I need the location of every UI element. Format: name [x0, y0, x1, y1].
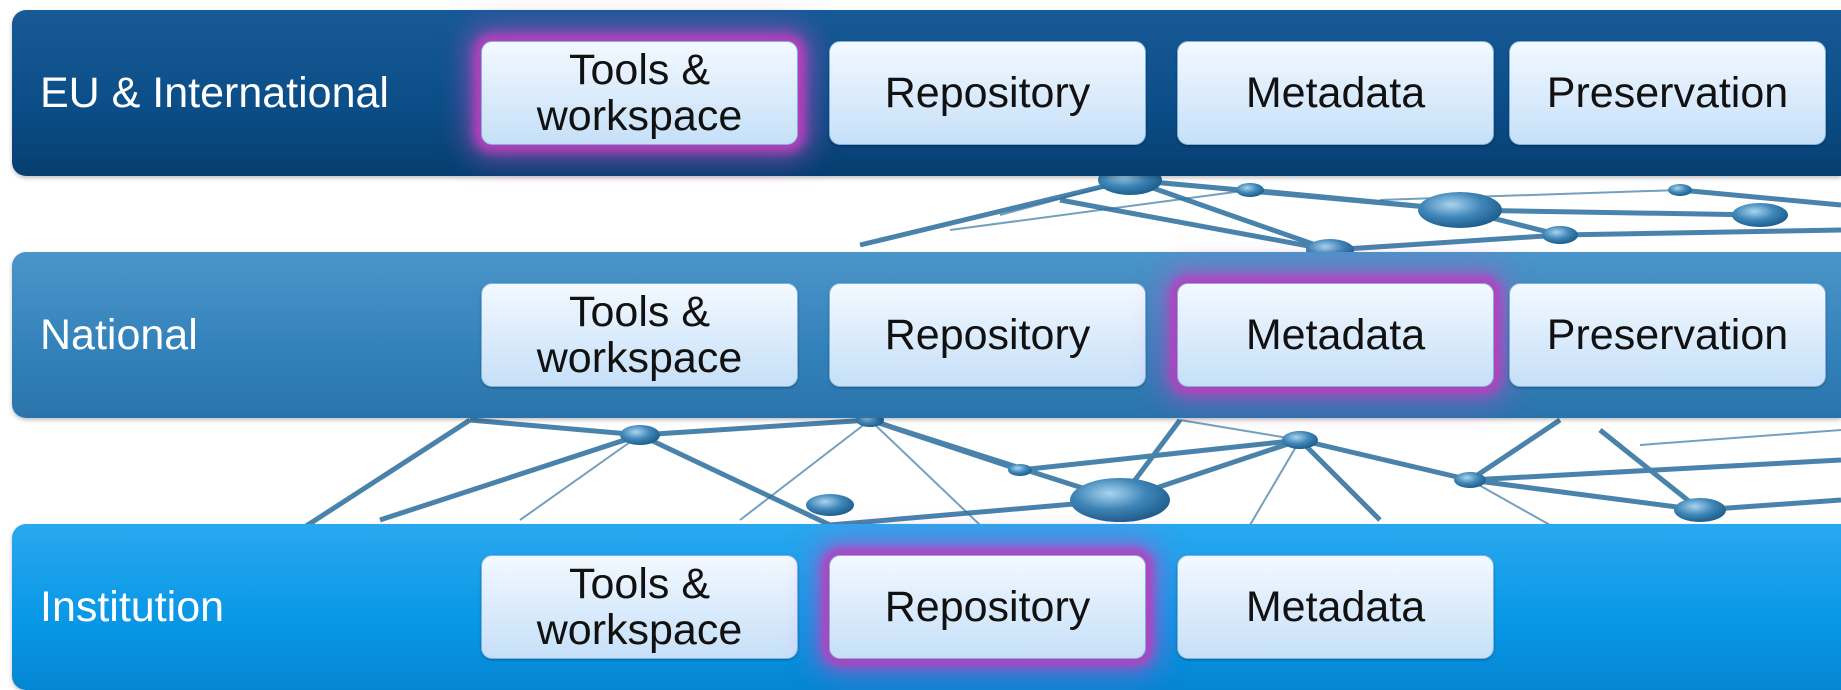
national-repository-button[interactable]: Repository — [829, 283, 1146, 387]
national-tools-workspace-button[interactable]: Tools & workspace — [481, 283, 798, 387]
eu-metadata-button[interactable]: Metadata — [1177, 41, 1494, 145]
institution-tools-workspace-button[interactable]: Tools & workspace — [481, 555, 798, 659]
button-label: Metadata — [1245, 69, 1426, 117]
eu-repository-button[interactable]: Repository — [829, 41, 1146, 145]
button-label: Metadata — [1245, 583, 1426, 631]
layer-label-eu-international: EU & International — [40, 68, 389, 117]
layer-label-national: National — [40, 310, 198, 359]
button-label: Preservation — [1546, 69, 1789, 117]
button-label: Repository — [884, 311, 1091, 359]
button-label: Repository — [884, 583, 1091, 631]
national-metadata-button[interactable]: Metadata — [1177, 283, 1494, 387]
eu-preservation-button[interactable]: Preservation — [1509, 41, 1826, 145]
eu-tools-workspace-button[interactable]: Tools & workspace — [481, 41, 798, 145]
national-preservation-button[interactable]: Preservation — [1509, 283, 1826, 387]
layer-label-institution: Institution — [40, 582, 225, 631]
button-label: Tools & workspace — [536, 288, 743, 382]
institution-metadata-button[interactable]: Metadata — [1177, 555, 1494, 659]
button-label: Preservation — [1546, 311, 1789, 359]
institution-repository-button[interactable]: Repository — [829, 555, 1146, 659]
button-label: Tools & workspace — [536, 560, 743, 654]
button-label: Tools & workspace — [536, 46, 743, 140]
button-label: Metadata — [1245, 311, 1426, 359]
button-label: Repository — [884, 69, 1091, 117]
